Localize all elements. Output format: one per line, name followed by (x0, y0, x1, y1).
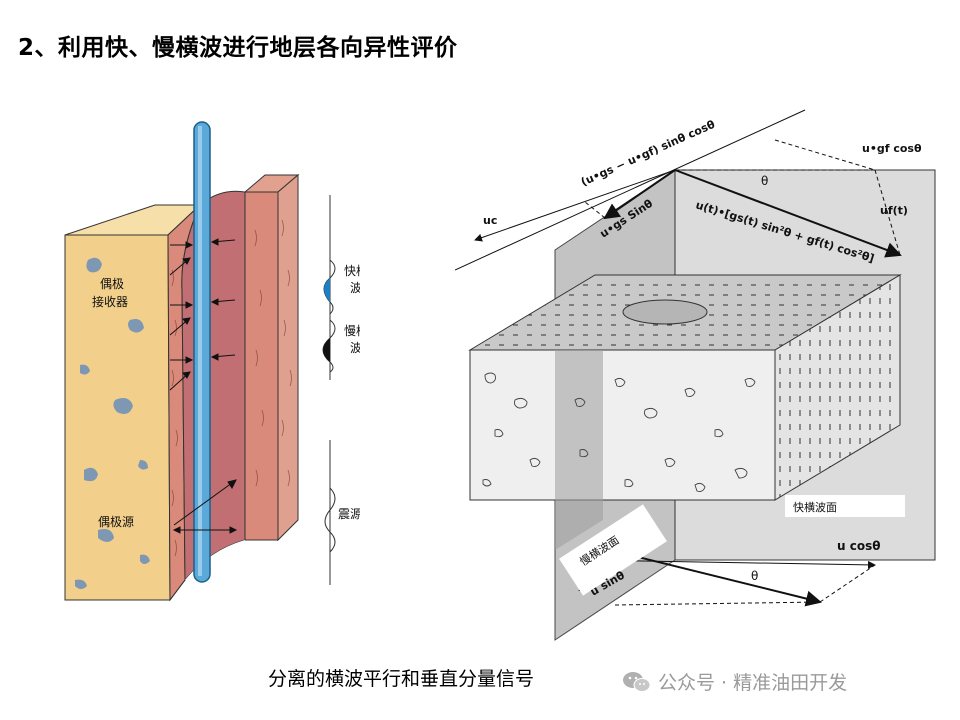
uf-vector (674, 169, 902, 258)
slow-wave-label-2: 波幅 (350, 340, 360, 355)
theta-bottom-label: θ (751, 569, 758, 583)
source-pulse-label: 震源脉冲 (338, 506, 360, 521)
right-vector-label: u•gf cosθ (862, 142, 922, 155)
theta-top-label: θ (761, 174, 768, 188)
receiver-arrows (169, 238, 236, 391)
uc-vector (474, 169, 676, 242)
receiver-label-2: 接收器 (92, 294, 128, 309)
uc-label: uc (483, 214, 497, 227)
fast-wave-label-1: 快横波 (344, 264, 360, 278)
fast-plane-label: 快横波面 (793, 500, 837, 514)
wechat-icon (623, 671, 651, 692)
borehole-wall-right (244, 191, 279, 541)
watermark: 公众号 · 精准油田开发 (622, 668, 847, 695)
borehole-cavity (181, 190, 246, 582)
borehole-dipole-diagram: 偶极 接收器 偶极源 快横波 波幅 慢横波 波幅 震源脉冲 (64, 121, 360, 602)
ugs-vector (603, 169, 676, 220)
page-title: 2、利用快、慢横波进行地层各向异性评价 (18, 35, 458, 61)
top-diagonal-line (455, 109, 806, 271)
pebble-texture (482, 372, 756, 492)
formation-pebbles (75, 257, 150, 589)
source-arrows (172, 479, 238, 534)
block-front-face (469, 349, 776, 501)
shear-wave-splitting-diagram: (u•gs − u•gf) sinθ cosθ u•gf cosθ u(t)•[… (455, 109, 936, 641)
borehole-opening (622, 299, 708, 325)
formation-right-side (277, 173, 299, 542)
figure-caption: 分离的横波平行和垂直分量信号 (268, 668, 535, 690)
watermark-text: 公众号 · 精准油田开发 (658, 672, 848, 694)
receiver-label-1: 偶极 (100, 277, 124, 291)
fast-wave-label-2: 波幅 (350, 280, 360, 295)
source-label: 偶极源 (98, 515, 134, 529)
slow-wave-label-1: 慢横波 (344, 324, 360, 338)
uf-label: uf(t) (880, 204, 908, 217)
source-pulse-trace (324, 487, 336, 553)
ucos-label: u cosθ (837, 539, 880, 553)
u-vector-bottom (629, 554, 822, 607)
